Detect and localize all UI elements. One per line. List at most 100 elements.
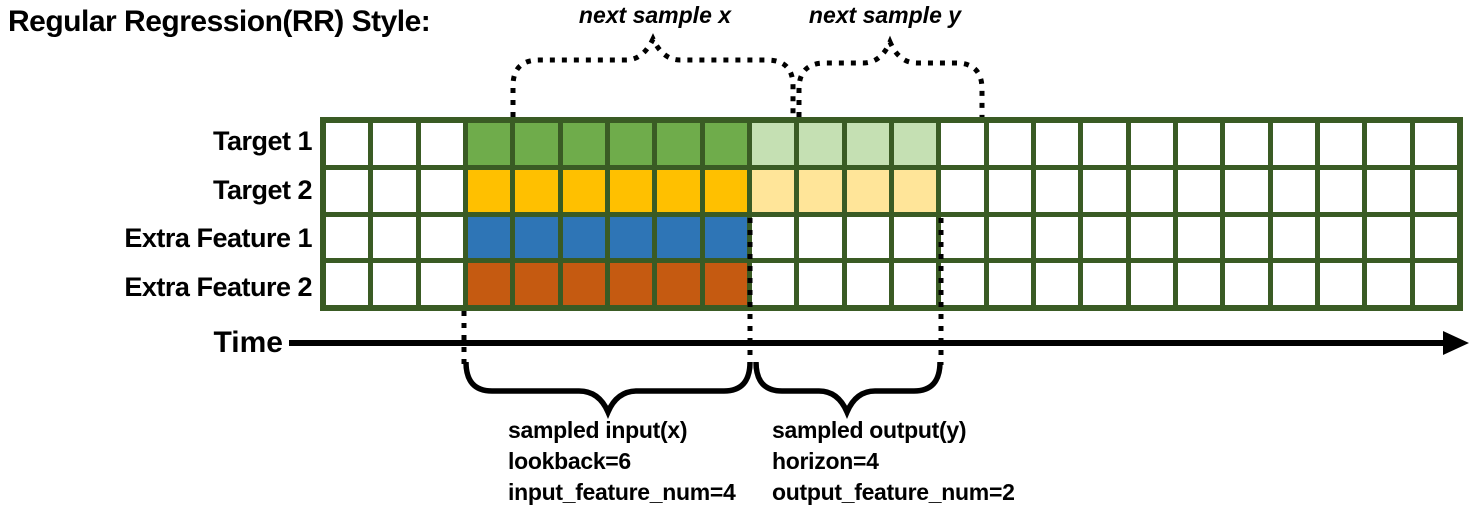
grid-cell [609,123,653,165]
sampled-input-title: sampled input(x) [508,417,688,443]
grid-cell [1367,169,1410,212]
grid-cell [1083,169,1126,212]
grid-cell [562,263,605,305]
grid-cell [515,216,558,259]
grid-cell [1035,263,1079,305]
grid-cell [1225,263,1268,305]
grid-cell [609,263,653,305]
grid-cell [467,216,511,259]
grid-cell [467,263,511,305]
next-sample-y-label: next sample y [808,2,962,28]
lookback-value: lookback=6 [508,448,631,474]
grid-cell [1414,216,1457,259]
grid-cell [1083,216,1126,259]
input-feature-num-value: input_feature_num=4 [508,479,736,505]
grid-cell [846,169,889,212]
sampled-input-brace [463,361,753,419]
grid-cell [893,169,937,212]
output-feature-num-value: output_feature_num=2 [772,479,1015,505]
grid-cell [1130,216,1173,259]
grid-cell [799,263,842,305]
grid-cell [1225,216,1268,259]
grid-cell [657,263,700,305]
grid-cell [1319,216,1363,259]
grid-cell [420,263,463,305]
row-label-target-1: Target 1 [212,126,313,156]
grid-cell [420,216,463,259]
sampled-output-annotation: sampled output(y) horizon=4 output_featu… [772,415,1015,508]
row-label-target-2: Target 2 [212,174,313,205]
grid-cell [326,216,369,259]
grid-cell [1225,123,1268,165]
grid-cell [467,123,511,165]
grid-cell [1272,263,1315,305]
grid-cell [1414,263,1457,305]
grid-cell [1035,169,1079,212]
grid-cell [893,123,937,165]
grid-cell [704,216,747,259]
grid-cell [1225,169,1268,212]
sampled-output-title: sampled output(y) [772,417,967,443]
grid-cell [657,123,700,165]
grid-cell [467,169,511,212]
grid-cell [1367,263,1410,305]
grid-cell [988,123,1031,165]
grid-cell [799,123,842,165]
grid-cell [751,169,795,212]
grid-cell [846,263,889,305]
sampled-output-brace [753,361,943,419]
grid-cell [704,263,747,305]
grid-cell [373,169,416,212]
grid-cell [1414,123,1457,165]
grid-cell [420,123,463,165]
grid-cell [941,169,984,212]
grid-cell [1177,123,1221,165]
grid-cell [988,216,1031,259]
grid-cell [751,216,795,259]
next-sample-x-label: next sample x [578,2,732,28]
grid-cell [1367,123,1410,165]
time-axis-arrowhead [1443,331,1469,355]
grid-cell [562,123,605,165]
grid-cell [988,263,1031,305]
grid-cell [609,169,653,212]
grid-cell [704,123,747,165]
grid-cell [515,263,558,305]
grid-cell [373,216,416,259]
sampled-input-annotation: sampled input(x) lookback=6 input_featur… [508,415,736,508]
grid-cell [373,123,416,165]
grid-cell [751,263,795,305]
grid-cell [562,216,605,259]
grid-cell [1177,263,1221,305]
grid-cell [799,169,842,212]
grid-cell [326,123,369,165]
grid-cell [1083,123,1126,165]
grid-cell [1319,169,1363,212]
grid-cell [515,123,558,165]
grid-cell [1414,169,1457,212]
grid-cell [1272,169,1315,212]
time-axis-label: Time [213,326,283,359]
grid-cell [941,216,984,259]
grid-cell [515,169,558,212]
grid-cell [1272,123,1315,165]
grid-cell [893,216,937,259]
grid-cell [704,169,747,212]
horizon-value: horizon=4 [772,448,879,474]
grid-cell [562,169,605,212]
grid-cell [1272,216,1315,259]
grid-cell [846,216,889,259]
grid-cell [420,169,463,212]
grid-cell [893,263,937,305]
grid-cell [1035,216,1079,259]
grid-cell [373,263,416,305]
grid-cell [1319,123,1363,165]
grid-cell [1035,123,1079,165]
grid-cell [326,263,369,305]
grid-cell [609,216,653,259]
grid-cell [657,169,700,212]
grid-cell [657,216,700,259]
row-label-extra-feature-2: Extra Feature 2 [124,271,312,302]
next-sample-x-brace [510,33,796,117]
